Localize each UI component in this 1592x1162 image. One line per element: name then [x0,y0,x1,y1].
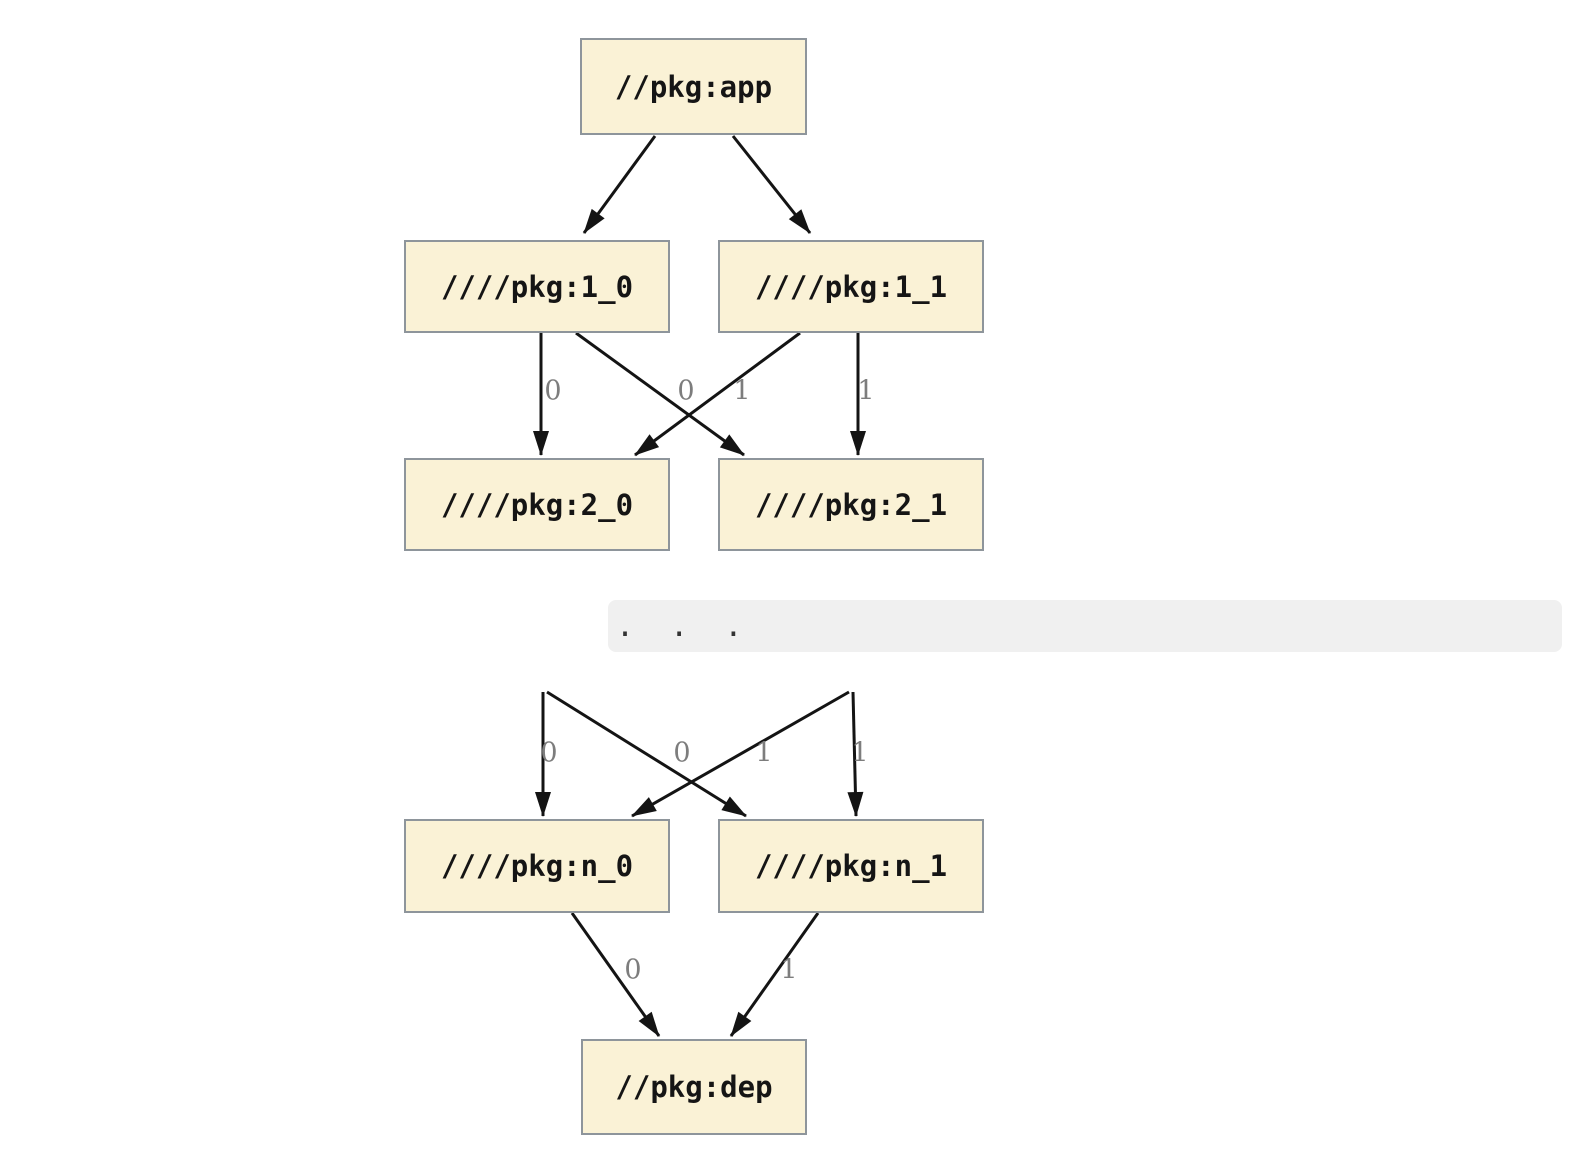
node-pkg-dep-label: //pkg:dep [615,1070,773,1104]
edge-label-1-0-to-2-0: 0 [544,375,562,407]
node-pkg-dep: //pkg:dep [581,1039,807,1135]
node-pkg-2-0: ////pkg:2_0 [404,458,670,551]
ellipsis-band: . . . [608,600,1562,652]
edge-pkg-n-0-to-dep [570,912,661,1037]
node-pkg-n-1: ////pkg:n_1 [718,819,984,913]
edge-label-1-1-to-2-0: 0 [677,375,695,407]
edge-prev2-to-pkg-n-0 [631,690,850,818]
node-pkg-2-0-label: ////pkg:2_0 [440,487,634,522]
edge-prev2-to-pkg-n-1 [847,691,864,817]
edge-label-1-0-to-2-1: 1 [733,375,751,407]
node-pkg-1-0-label: ////pkg:1_0 [440,269,634,304]
edge-label-prev-to-n-0: 0 [540,737,558,769]
node-pkg-n-0: ////pkg:n_0 [404,819,670,913]
node-pkg-1-1: ////pkg:1_1 [718,240,984,333]
edge-label-1-1-to-2-1: 1 [857,375,875,407]
node-pkg-2-1-label: ////pkg:2_1 [754,487,948,522]
node-pkg-1-1-label: ////pkg:1_1 [754,269,948,304]
edge-prev-to-pkg-n-1 [546,690,747,818]
edge-pkg-1-0-to-pkg-2-1 [575,331,745,457]
edge-label-n-1-to-dep: 1 [780,954,798,986]
node-pkg-n-1-label: ////pkg:n_1 [754,849,948,883]
node-pkg-app: //pkg:app [580,38,807,135]
edge-app-to-pkg-1-0 [582,135,657,234]
edge-label-prev2-to-n-1: 1 [851,737,869,769]
node-pkg-2-1: ////pkg:2_1 [718,458,984,551]
edge-pkg-n-1-to-dep [729,912,820,1037]
ellipsis-text: . . . [616,608,743,644]
edge-app-to-pkg-1-1 [731,135,812,234]
edge-label-prev-to-n-1: 1 [755,737,773,769]
edge-label-prev2-to-n-0: 0 [673,737,691,769]
edge-label-n-0-to-dep: 0 [624,954,642,986]
node-pkg-n-0-label: ////pkg:n_0 [440,849,634,883]
edge-pkg-1-1-to-pkg-2-0 [634,331,801,457]
node-pkg-1-0: ////pkg:1_0 [404,240,670,333]
node-pkg-app-label: //pkg:app [614,69,773,104]
